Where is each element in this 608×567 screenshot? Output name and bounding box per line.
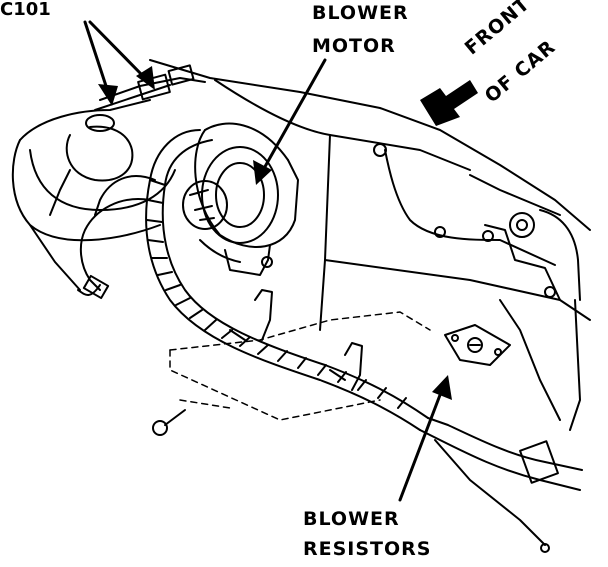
blower-resistors-label-line1: BLOWER (303, 508, 400, 530)
blower-housing (11, 77, 206, 291)
blower-resistor-block (444, 324, 511, 366)
arrowheads (98, 66, 452, 400)
firewall-outline (149, 59, 591, 431)
wiring-harness (145, 129, 583, 553)
harness-brackets (229, 289, 363, 391)
blower-motor (182, 122, 299, 276)
front-of-car-arrow (420, 80, 478, 126)
blower-resistors-label-line2: RESISTORS (303, 538, 432, 560)
callout-arrows (83, 20, 442, 502)
branch-wires (77, 175, 156, 300)
blower-motor-label-line1: BLOWER (312, 2, 409, 24)
bolt (152, 409, 186, 436)
removed-panel (169, 311, 431, 421)
c101-label: C101 (0, 0, 51, 20)
blower-motor-label-line2: MOTOR (312, 35, 396, 57)
